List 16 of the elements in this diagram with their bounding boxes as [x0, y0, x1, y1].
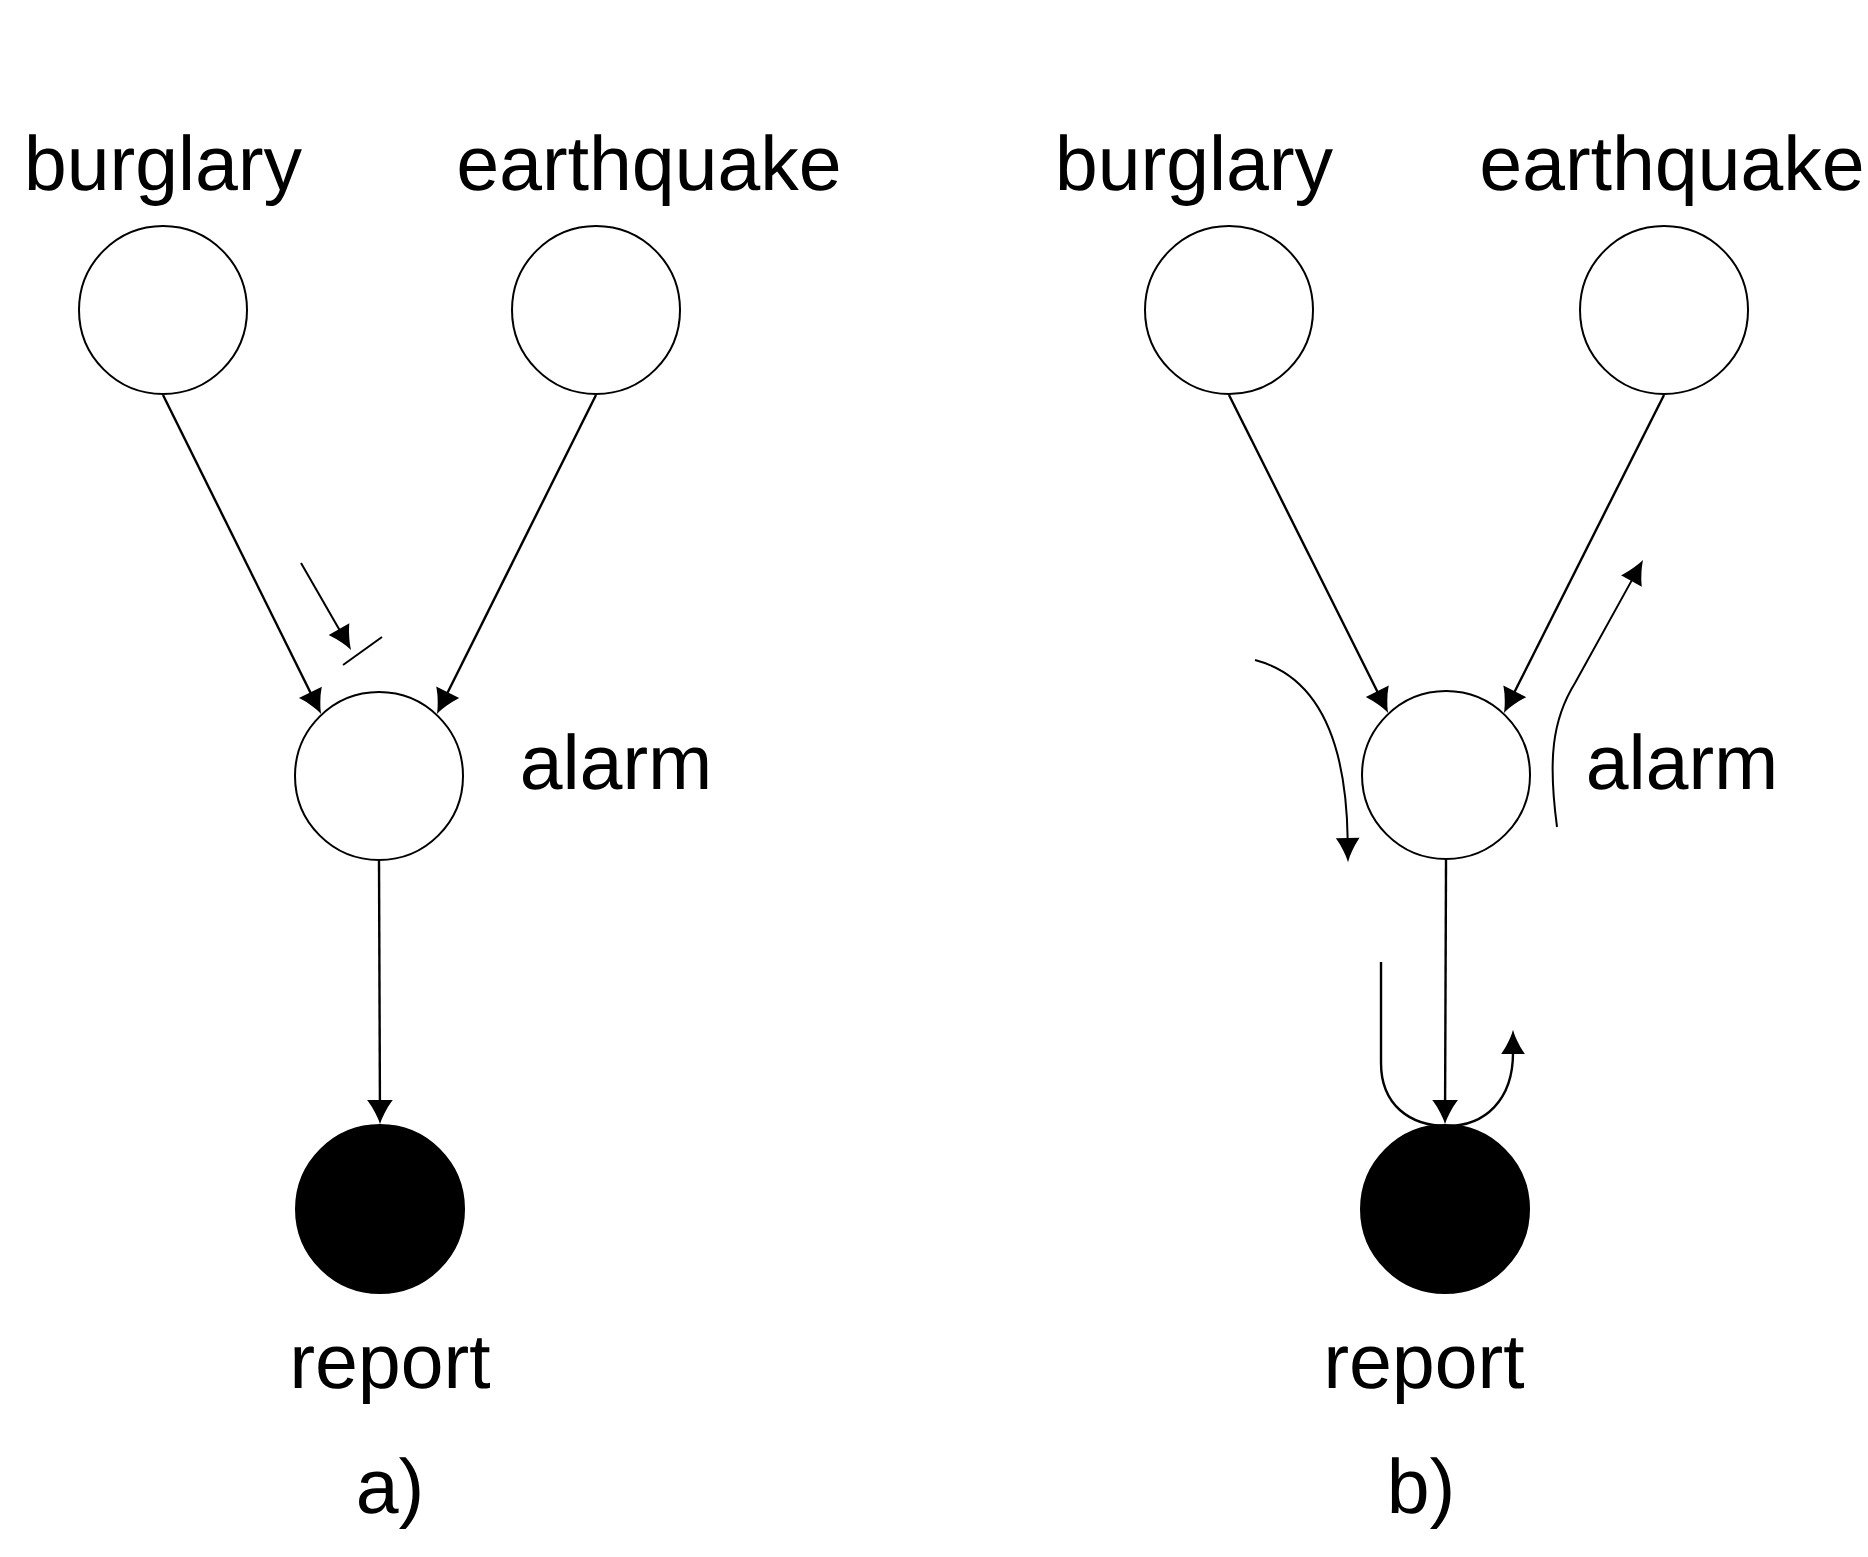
arrow — [1503, 394, 1666, 711]
node-label: earthquake — [1482, 134, 1862, 206]
panel-label: a) — [359, 1457, 420, 1529]
arrow — [368, 861, 392, 1122]
node-label: report — [294, 1338, 490, 1404]
node-label: report — [1328, 1338, 1524, 1404]
arrow — [161, 394, 322, 712]
arrow — [436, 394, 598, 712]
node-label: burglary — [28, 134, 302, 206]
node-label: earthquake — [459, 134, 839, 206]
node-label: alarm — [523, 733, 708, 790]
node-label: alarm — [1589, 733, 1774, 790]
arrow — [1433, 860, 1457, 1122]
arrow — [1227, 394, 1389, 711]
node-label: burglary — [1059, 134, 1333, 206]
panel-label: b) — [1391, 1457, 1451, 1529]
